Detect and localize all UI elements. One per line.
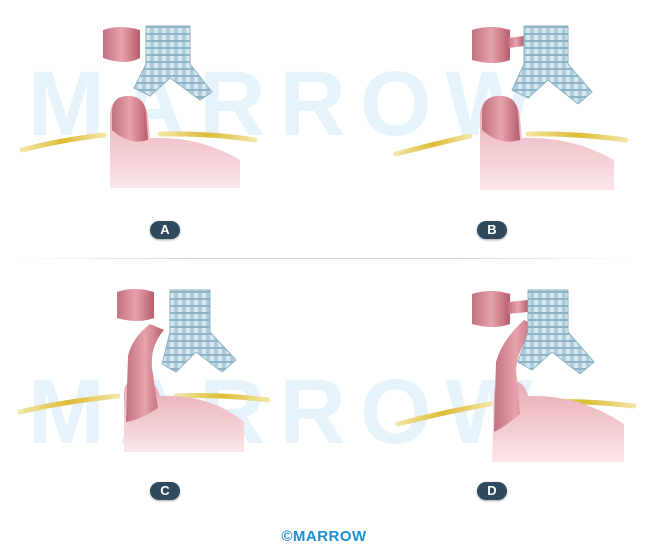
upper-esophagus	[472, 291, 510, 327]
panel-c-illustration	[17, 289, 271, 452]
stomach	[492, 380, 624, 462]
copyright-text: ©MARROW	[281, 528, 367, 545]
panel-label-b: B	[477, 221, 507, 239]
panel-b: B	[324, 0, 648, 260]
panel-d-illustration	[395, 289, 637, 462]
panel-a: A	[0, 0, 324, 260]
fistula	[508, 300, 528, 314]
upper-esophagus	[117, 289, 154, 321]
panel-c: C	[0, 272, 324, 532]
upper-esophagus	[472, 27, 510, 63]
diaphragm	[173, 393, 271, 403]
fistula	[508, 36, 524, 48]
diaphragm	[17, 393, 121, 415]
lower-esophagus	[112, 96, 148, 142]
lower-esophagus	[126, 324, 164, 422]
panel-label-c: C	[150, 482, 180, 500]
diaphragm	[19, 132, 107, 153]
lower-esophagus	[494, 320, 538, 432]
panel-label-d: D	[477, 482, 507, 500]
diaphragm	[525, 131, 629, 143]
diaphragm	[157, 131, 258, 143]
upper-esophagus	[103, 27, 140, 62]
diaphragm	[395, 401, 493, 427]
panel-b-illustration	[393, 25, 629, 190]
diaphragm	[393, 133, 473, 157]
panel-d: D	[324, 272, 648, 532]
lower-esophagus	[482, 96, 520, 142]
trachea	[517, 289, 595, 375]
panel-a-illustration	[19, 25, 258, 188]
trachea	[133, 25, 213, 101]
panel-divider	[12, 258, 636, 259]
trachea	[511, 25, 593, 105]
trachea	[161, 289, 237, 373]
panel-label-a: A	[150, 221, 180, 239]
